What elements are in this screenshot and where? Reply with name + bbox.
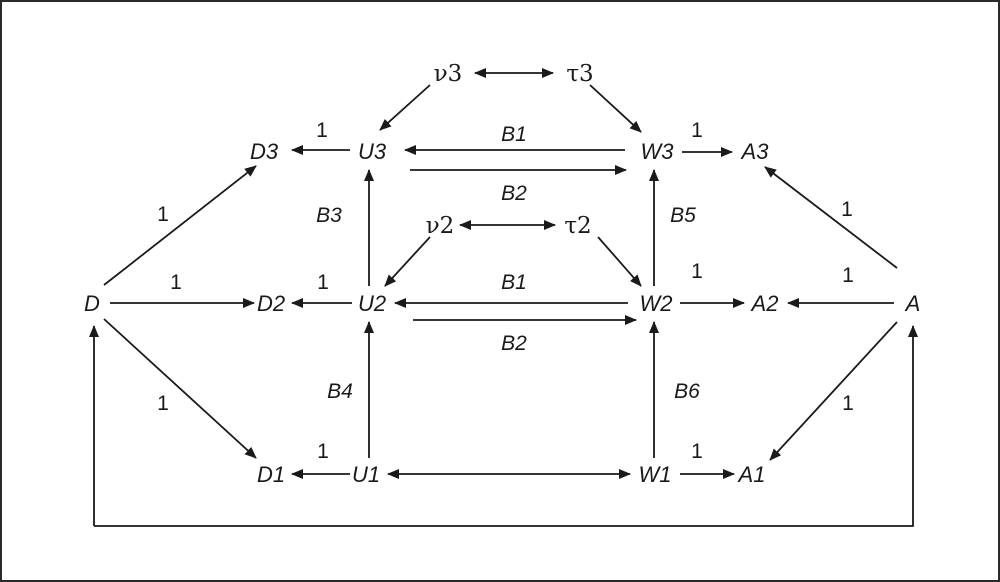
node-w2: W2 — [640, 291, 673, 316]
node-nu3: ν3 — [434, 61, 463, 87]
edge-a-a1 — [769, 321, 898, 461]
label-u1-u2: B4 — [327, 380, 353, 403]
edge-loop-to-a — [94, 325, 918, 527]
label-d-d3: 1 — [157, 203, 169, 226]
label-u3-d3: 1 — [316, 119, 328, 142]
label-w3-a3: 1 — [691, 119, 703, 142]
node-d2: D2 — [257, 291, 285, 316]
edge-d-d1 — [103, 318, 257, 459]
label-u2-u3: B3 — [316, 204, 342, 227]
edge-tau2-w2 — [597, 236, 642, 287]
label-w2-w3: B5 — [670, 204, 696, 227]
node-d: D — [84, 291, 100, 316]
label-d-d2: 1 — [170, 271, 182, 294]
label-w2-u2: B1 — [501, 271, 527, 294]
label-d-d1: 1 — [157, 392, 169, 415]
node-d1: D1 — [257, 462, 285, 487]
label-a-a3: 1 — [841, 198, 853, 221]
label-u2-w2: B2 — [501, 332, 527, 355]
label-u1-d1: 1 — [317, 440, 329, 463]
node-w1: W1 — [639, 462, 672, 487]
label-u2-d2: 1 — [317, 271, 329, 294]
node-tau2: τ2 — [564, 213, 591, 239]
label-u3-w3: B2 — [501, 182, 527, 205]
node-a: A — [904, 291, 921, 316]
node-u1: U1 — [352, 462, 380, 487]
edge-nu3-u3 — [379, 84, 431, 131]
label-w1-w2: B6 — [674, 380, 700, 403]
node-tau3: τ3 — [566, 61, 593, 87]
label-a-a1: 1 — [842, 392, 854, 415]
label-a-a2: 1 — [842, 264, 854, 287]
label-w3-u3: B1 — [501, 123, 527, 146]
edge-tau3-w3 — [589, 84, 642, 133]
edge-nu2-u2 — [384, 236, 431, 287]
label-w1-a1: 1 — [691, 440, 703, 463]
node-u2: U2 — [358, 291, 386, 316]
node-a3: A3 — [740, 139, 770, 164]
edge-a-a3 — [764, 166, 898, 269]
node-nu2: ν2 — [426, 213, 455, 239]
edge-d-d3 — [103, 165, 257, 286]
node-w3: W3 — [641, 139, 675, 164]
node-a2: A2 — [750, 291, 779, 316]
label-w2-a2: 1 — [691, 260, 703, 283]
node-d3: D3 — [250, 139, 279, 164]
node-a1: A1 — [737, 462, 766, 487]
node-u3: U3 — [358, 139, 387, 164]
